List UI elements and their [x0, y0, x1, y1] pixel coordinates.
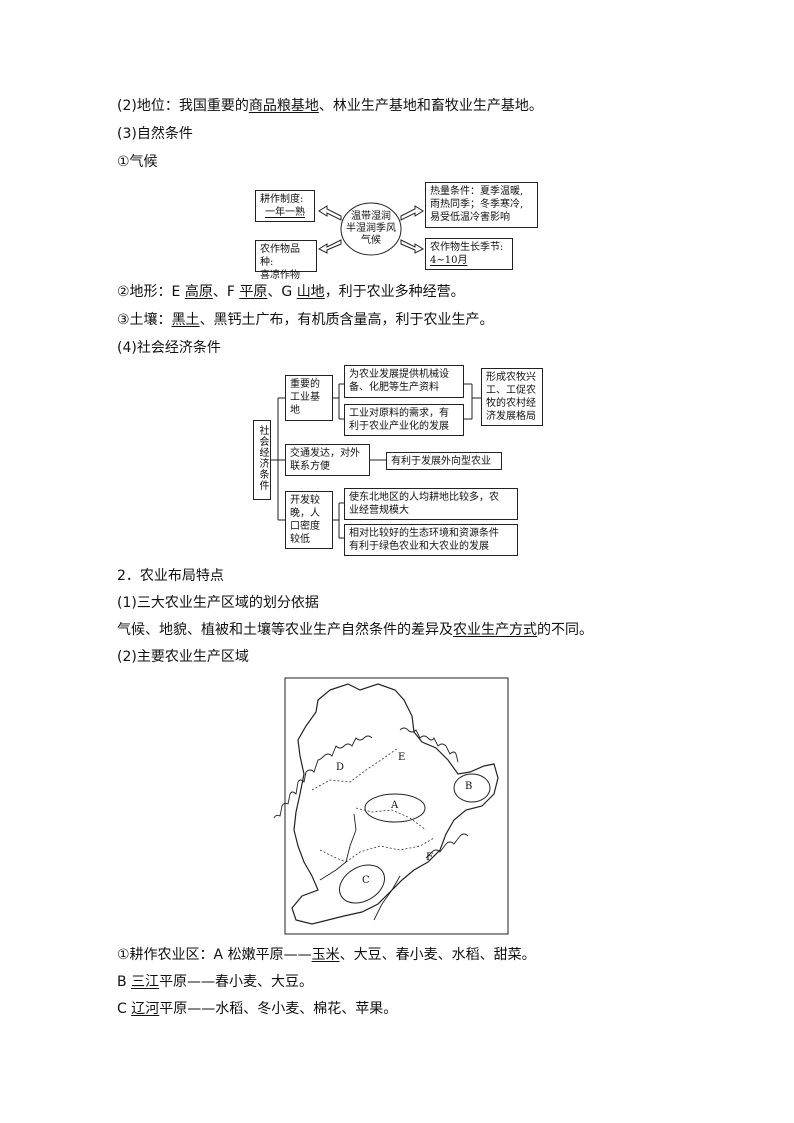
basis-line: 气候、地貌、植被和土壤等农业生产自然条件的差异及农业生产方式的不同。	[117, 620, 593, 640]
per-capita-land-box: 使东北地区的人均耕地比较多，农 业经营规模大	[344, 488, 518, 520]
climate-center-text: 温带湿润 半湿润季风 气候	[341, 211, 401, 247]
text: 4~10月	[430, 255, 468, 266]
growing-season-box: 农作物生长季节: 4~10月	[425, 238, 513, 270]
transport-box: 交通发达，对外 联系方便	[285, 444, 370, 476]
text: 喜凉作物	[260, 270, 300, 281]
text: 气候	[361, 235, 381, 246]
status-line: (2)地位：我国重要的商品粮基地、林业生产基地和畜牧业生产基地。	[117, 96, 543, 116]
underlined-term: 黑土	[171, 312, 200, 328]
text: 温带湿润	[351, 211, 391, 222]
text: 一年一熟	[265, 207, 305, 218]
text: 、林业生产基地和畜牧业生产基地。	[318, 98, 543, 114]
arrow-right-top-icon	[400, 205, 424, 221]
socio-root-box: 社会经济条件	[253, 420, 271, 500]
underlined-term: 高原	[184, 284, 213, 300]
underlined-term: 辽河	[131, 1001, 160, 1017]
text: 半湿润季风	[346, 223, 396, 234]
arrow-left-top-icon	[318, 205, 342, 221]
text: 开发较	[290, 495, 320, 506]
text: 重要的	[290, 379, 320, 390]
text: 备、化肥等生产资料	[349, 382, 439, 393]
heading-climate: ①气候	[117, 154, 158, 170]
heat-condition-box: 热量条件：夏季温暖, 雨热同季；冬季寒冷, 易受低温冷害影响	[425, 182, 538, 228]
raw-material-box: 工业对原料的需求，有 利于农业产业化的发展	[344, 404, 464, 436]
text: 雨热同季；冬季寒冷,	[430, 199, 524, 210]
soil-line: ③土壤：黑土、黑钙土广布，有机质含量高，利于农业生产。	[117, 310, 494, 330]
heading-main-regions: (2)主要农业生产区域	[117, 649, 249, 665]
text: 业经营规模大	[349, 505, 409, 516]
underlined-term: 三江	[131, 974, 160, 990]
text: 的不同。	[537, 622, 593, 638]
text: 利于农业产业化的发展	[349, 421, 449, 432]
export-agriculture-box: 有利于发展外向型农业	[386, 452, 502, 470]
text: 济发展格局	[486, 411, 536, 422]
text: 牧的农村经	[486, 398, 536, 409]
text: ③土壤：	[117, 312, 172, 328]
text: 晚，人	[290, 508, 320, 519]
underlined-term: 山地	[296, 284, 325, 300]
terrain-line: ②地形：E 高原、F 平原、G 山地，利于农业多种经营。	[117, 282, 465, 302]
map-label-d: D	[336, 762, 345, 773]
text: 相对比较好的生态环境和资源条件	[349, 528, 499, 539]
underlined-term: 平原	[239, 284, 268, 300]
ecology-box: 相对比较好的生态环境和资源条件 有利于绿色农业和大农业的发展	[344, 524, 518, 556]
heading-natural-conditions: (3)自然条件	[117, 126, 193, 142]
text: 工、工促农	[486, 385, 536, 396]
text: ①耕作农业区：A 松嫩平原——	[117, 947, 312, 963]
heading-socio-economic: (4)社会经济条件	[117, 340, 221, 356]
text: 工业对原料的需求，有	[349, 408, 449, 419]
text: 农作物品种:	[260, 244, 300, 268]
text: 农作物生长季节:	[430, 242, 504, 253]
text: 较低	[290, 534, 310, 545]
farming-region-b-line: B 三江平原——春小麦、大豆。	[117, 972, 313, 992]
mountain-e	[399, 727, 459, 763]
text: 、F	[212, 284, 240, 300]
development-pattern-box: 形成农牧兴 工、工促农 牧的农村经 济发展格局	[481, 368, 543, 426]
text: 、大豆、春小麦、水稻、甜菜。	[339, 947, 536, 963]
text: 地	[290, 405, 300, 416]
mountain-d	[273, 735, 373, 819]
crop-variety-box: 农作物品种: 喜凉作物	[255, 240, 317, 281]
arrow-right-bottom-icon	[400, 239, 425, 254]
text: 口密度	[290, 521, 320, 532]
arrow-left-bottom-icon	[317, 239, 342, 254]
text: ②地形：E	[117, 284, 185, 300]
text: B	[117, 974, 132, 990]
text: 平原——水稻、冬小麦、棉花、苹果。	[159, 1001, 398, 1017]
map-label-c: C	[362, 875, 370, 886]
late-development-box: 开发较 晚，人 口密度 较低	[285, 491, 333, 549]
text: 有利于绿色农业和大农业的发展	[349, 541, 489, 552]
text: 耕作制度:	[260, 194, 304, 205]
underlined-term: 农业生产方式	[453, 622, 537, 638]
industrial-base-box: 重要的 工业基 地	[285, 375, 333, 421]
underlined-term: 商品粮基地	[248, 98, 319, 114]
farming-region-a-line: ①耕作农业区：A 松嫩平原——玉米、大豆、春小麦、水稻、甜菜。	[117, 945, 536, 965]
text: C	[117, 1001, 132, 1017]
text: 为农业发展提供机械设	[349, 369, 449, 380]
farming-region-c-line: C 辽河平原——水稻、冬小麦、棉花、苹果。	[117, 999, 397, 1019]
map-label-b: B	[465, 781, 473, 792]
text: ，利于农业多种经营。	[324, 284, 465, 300]
text: 交通发达，对外	[290, 448, 360, 459]
text: 联系方便	[290, 461, 330, 472]
heading-layout-features: 2．农业布局特点	[117, 568, 224, 584]
text: 工业基	[290, 392, 320, 403]
machinery-box: 为农业发展提供机械设 备、化肥等生产资料	[344, 365, 464, 398]
text: 、G	[267, 284, 297, 300]
underlined-term: 玉米	[311, 947, 340, 963]
map-label-a: A	[391, 800, 399, 811]
text: (2)地位：我国重要的	[117, 98, 249, 114]
text: 形成农牧兴	[486, 372, 536, 383]
farming-system-box: 耕作制度: 一年一熟	[255, 190, 315, 222]
text: 、黑钙土广布，有机质含量高，利于农业生产。	[199, 312, 494, 328]
map-label-e: E	[398, 752, 406, 763]
text: 热量条件：夏季温暖,	[430, 186, 524, 197]
heading-division-basis: (1)三大农业生产区域的划分依据	[117, 595, 319, 611]
text: 易受低温冷害影响	[430, 212, 510, 223]
map-label-f: F	[426, 852, 433, 863]
text: 使东北地区的人均耕地比较多，农	[349, 492, 499, 503]
text: 气候、地貌、植被和土壤等农业生产自然条件的差异及	[117, 622, 453, 638]
text: 平原——春小麦、大豆。	[159, 974, 314, 990]
